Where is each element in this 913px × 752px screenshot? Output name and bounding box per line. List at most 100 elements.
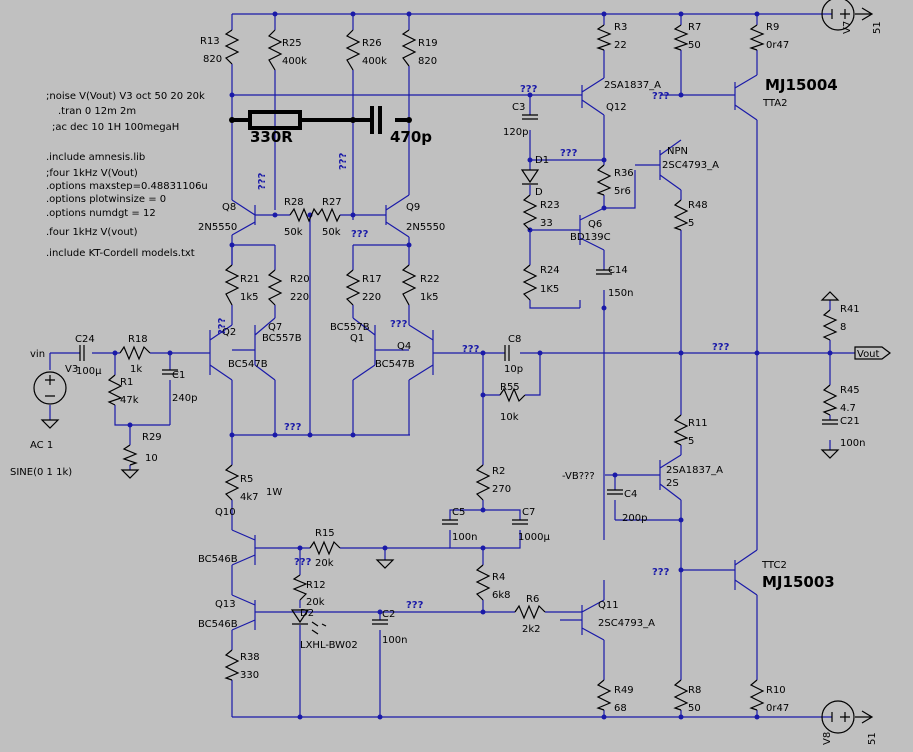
- capacitor-val: 240p: [172, 393, 197, 404]
- capacitor-ref: C1: [172, 370, 185, 381]
- transistor-ref: Q13: [215, 599, 236, 610]
- transistor-ref: Q8: [222, 202, 236, 213]
- directive-include-amnesis: .include amnesis.lib: [46, 152, 145, 163]
- unknown-marker: ???: [462, 344, 480, 355]
- directive-four: .four 1kHz V(vout): [46, 227, 138, 238]
- resistor-val: 0r47: [766, 703, 789, 714]
- resistor-ref: R12: [306, 580, 326, 591]
- transistor-model: 2SC4793_A: [598, 618, 655, 629]
- resistor-val: 50k: [284, 227, 303, 238]
- resistor-val: 400k: [362, 56, 387, 67]
- transistor-model: 2SC4793_A: [662, 160, 719, 171]
- resistor-symbols: [107, 24, 838, 711]
- resistor-ref: R13: [200, 36, 220, 47]
- directive-plotwinsize: .options plotwinsize = 0: [46, 194, 166, 205]
- transistor-model: BC546B: [198, 554, 238, 565]
- resistor-val: 6k8: [492, 590, 511, 601]
- resistor-val: 5r6: [614, 186, 631, 197]
- capacitor-symbols: [79, 114, 838, 625]
- resistor-ref: R41: [840, 304, 860, 315]
- resistor-ref: R45: [840, 385, 860, 396]
- resistor-val: 1k5: [240, 292, 259, 303]
- transistor-ref: Q6: [588, 219, 602, 230]
- transistor-ref: NPN: [667, 146, 688, 157]
- bold-network: [229, 106, 412, 134]
- capacitor-ref: C7: [522, 507, 535, 518]
- unknown-marker: ???: [351, 229, 369, 240]
- resistor-val: 50k: [322, 227, 341, 238]
- resistor-val: 820: [203, 54, 222, 65]
- resistor-ref: R21: [240, 274, 260, 285]
- capacitor-val: 100n: [452, 532, 477, 543]
- transistor-ref: Q10: [215, 507, 236, 518]
- label-330r: 330R: [250, 128, 293, 146]
- resistor-ref: R36: [614, 168, 634, 179]
- transistor-model: 2SA1837_A: [604, 80, 661, 91]
- source-v3-sine: SINE(0 1 1k): [10, 467, 72, 478]
- resistor-val: 400k: [282, 56, 307, 67]
- source-v3-ac: AC 1: [30, 440, 53, 451]
- unknown-marker: ???: [712, 342, 730, 353]
- resistor-ref: R8: [688, 685, 701, 696]
- capacitor-val: 120p: [503, 127, 528, 138]
- capacitor-ref: C4: [624, 489, 637, 500]
- unknown-markers: ??? ??? ??? ??? ??? ??? ??? ??? ??? ??? …: [217, 84, 730, 611]
- unknown-marker: ???: [406, 600, 424, 611]
- transistor-ref: 2S: [666, 478, 679, 489]
- capacitor-ref: C14: [608, 265, 628, 276]
- resistor-ref: R15: [315, 528, 335, 539]
- capacitor-val: 10p: [504, 364, 523, 375]
- unknown-marker: ???: [390, 319, 408, 330]
- label-470p: 470p: [390, 128, 432, 146]
- resistor-val: 0r47: [766, 40, 789, 51]
- source-v7-val: 51: [872, 21, 883, 34]
- resistor-val: 5: [688, 218, 694, 229]
- unknown-marker: ???: [652, 567, 670, 578]
- resistor-ref: R27: [322, 197, 342, 208]
- directive-include-models: .include KT-Cordell models.txt: [46, 248, 195, 259]
- resistor-val: 68: [614, 703, 627, 714]
- resistor-val: 2k2: [522, 624, 541, 635]
- resistor-ref: R19: [418, 38, 438, 49]
- source-v8-val: 51: [867, 732, 878, 745]
- capacitor-ref: C2: [382, 609, 395, 620]
- resistor-ref: R24: [540, 265, 560, 276]
- transistor-ref: TTC2: [761, 560, 787, 571]
- transistor-ref: Q12: [606, 102, 627, 113]
- net-vin: vin: [30, 349, 45, 360]
- transistor-model: BC546B: [198, 619, 238, 630]
- resistor-val: 10: [145, 453, 158, 464]
- resistor-ref: R6: [526, 594, 539, 605]
- resistor-ref: R29: [142, 432, 162, 443]
- resistor-ref: R4: [492, 572, 505, 583]
- capacitor-val: 200p: [622, 513, 647, 524]
- net-vb: -VB???: [562, 471, 595, 482]
- resistor-val: 1k: [130, 364, 142, 375]
- unknown-marker: ???: [294, 557, 312, 568]
- resistor-ref: R38: [240, 652, 260, 663]
- diode-val: LXHL-BW02: [300, 640, 358, 651]
- directive-ac: ;ac dec 10 1H 100megaH: [52, 122, 179, 133]
- capacitor-val: 150n: [608, 288, 633, 299]
- resistor-val: 22: [614, 40, 627, 51]
- resistor-ref: R9: [766, 22, 779, 33]
- resistor-ref: R25: [282, 38, 302, 49]
- resistor-ref: R7: [688, 22, 701, 33]
- label-mj15003: MJ15003: [762, 573, 835, 591]
- r5-power-label: 1W: [266, 487, 282, 498]
- resistor-ref: R5: [240, 474, 253, 485]
- resistor-val: 33: [540, 218, 553, 229]
- resistor-val: 330: [240, 670, 259, 681]
- resistor-val: 4k7: [240, 492, 259, 503]
- ground-symbols: [40, 7, 874, 724]
- resistor-ref: R55: [500, 382, 520, 393]
- directive-noise: ;noise V(Vout) V3 oct 50 20 20k: [46, 91, 205, 102]
- unknown-marker: ???: [652, 91, 670, 102]
- capacitor-val: 100n: [382, 635, 407, 646]
- resistor-ref: R48: [688, 200, 708, 211]
- label-mj15004: MJ15004: [765, 76, 838, 94]
- capacitor-ref: C3: [512, 102, 525, 113]
- vout-port: [854, 346, 891, 360]
